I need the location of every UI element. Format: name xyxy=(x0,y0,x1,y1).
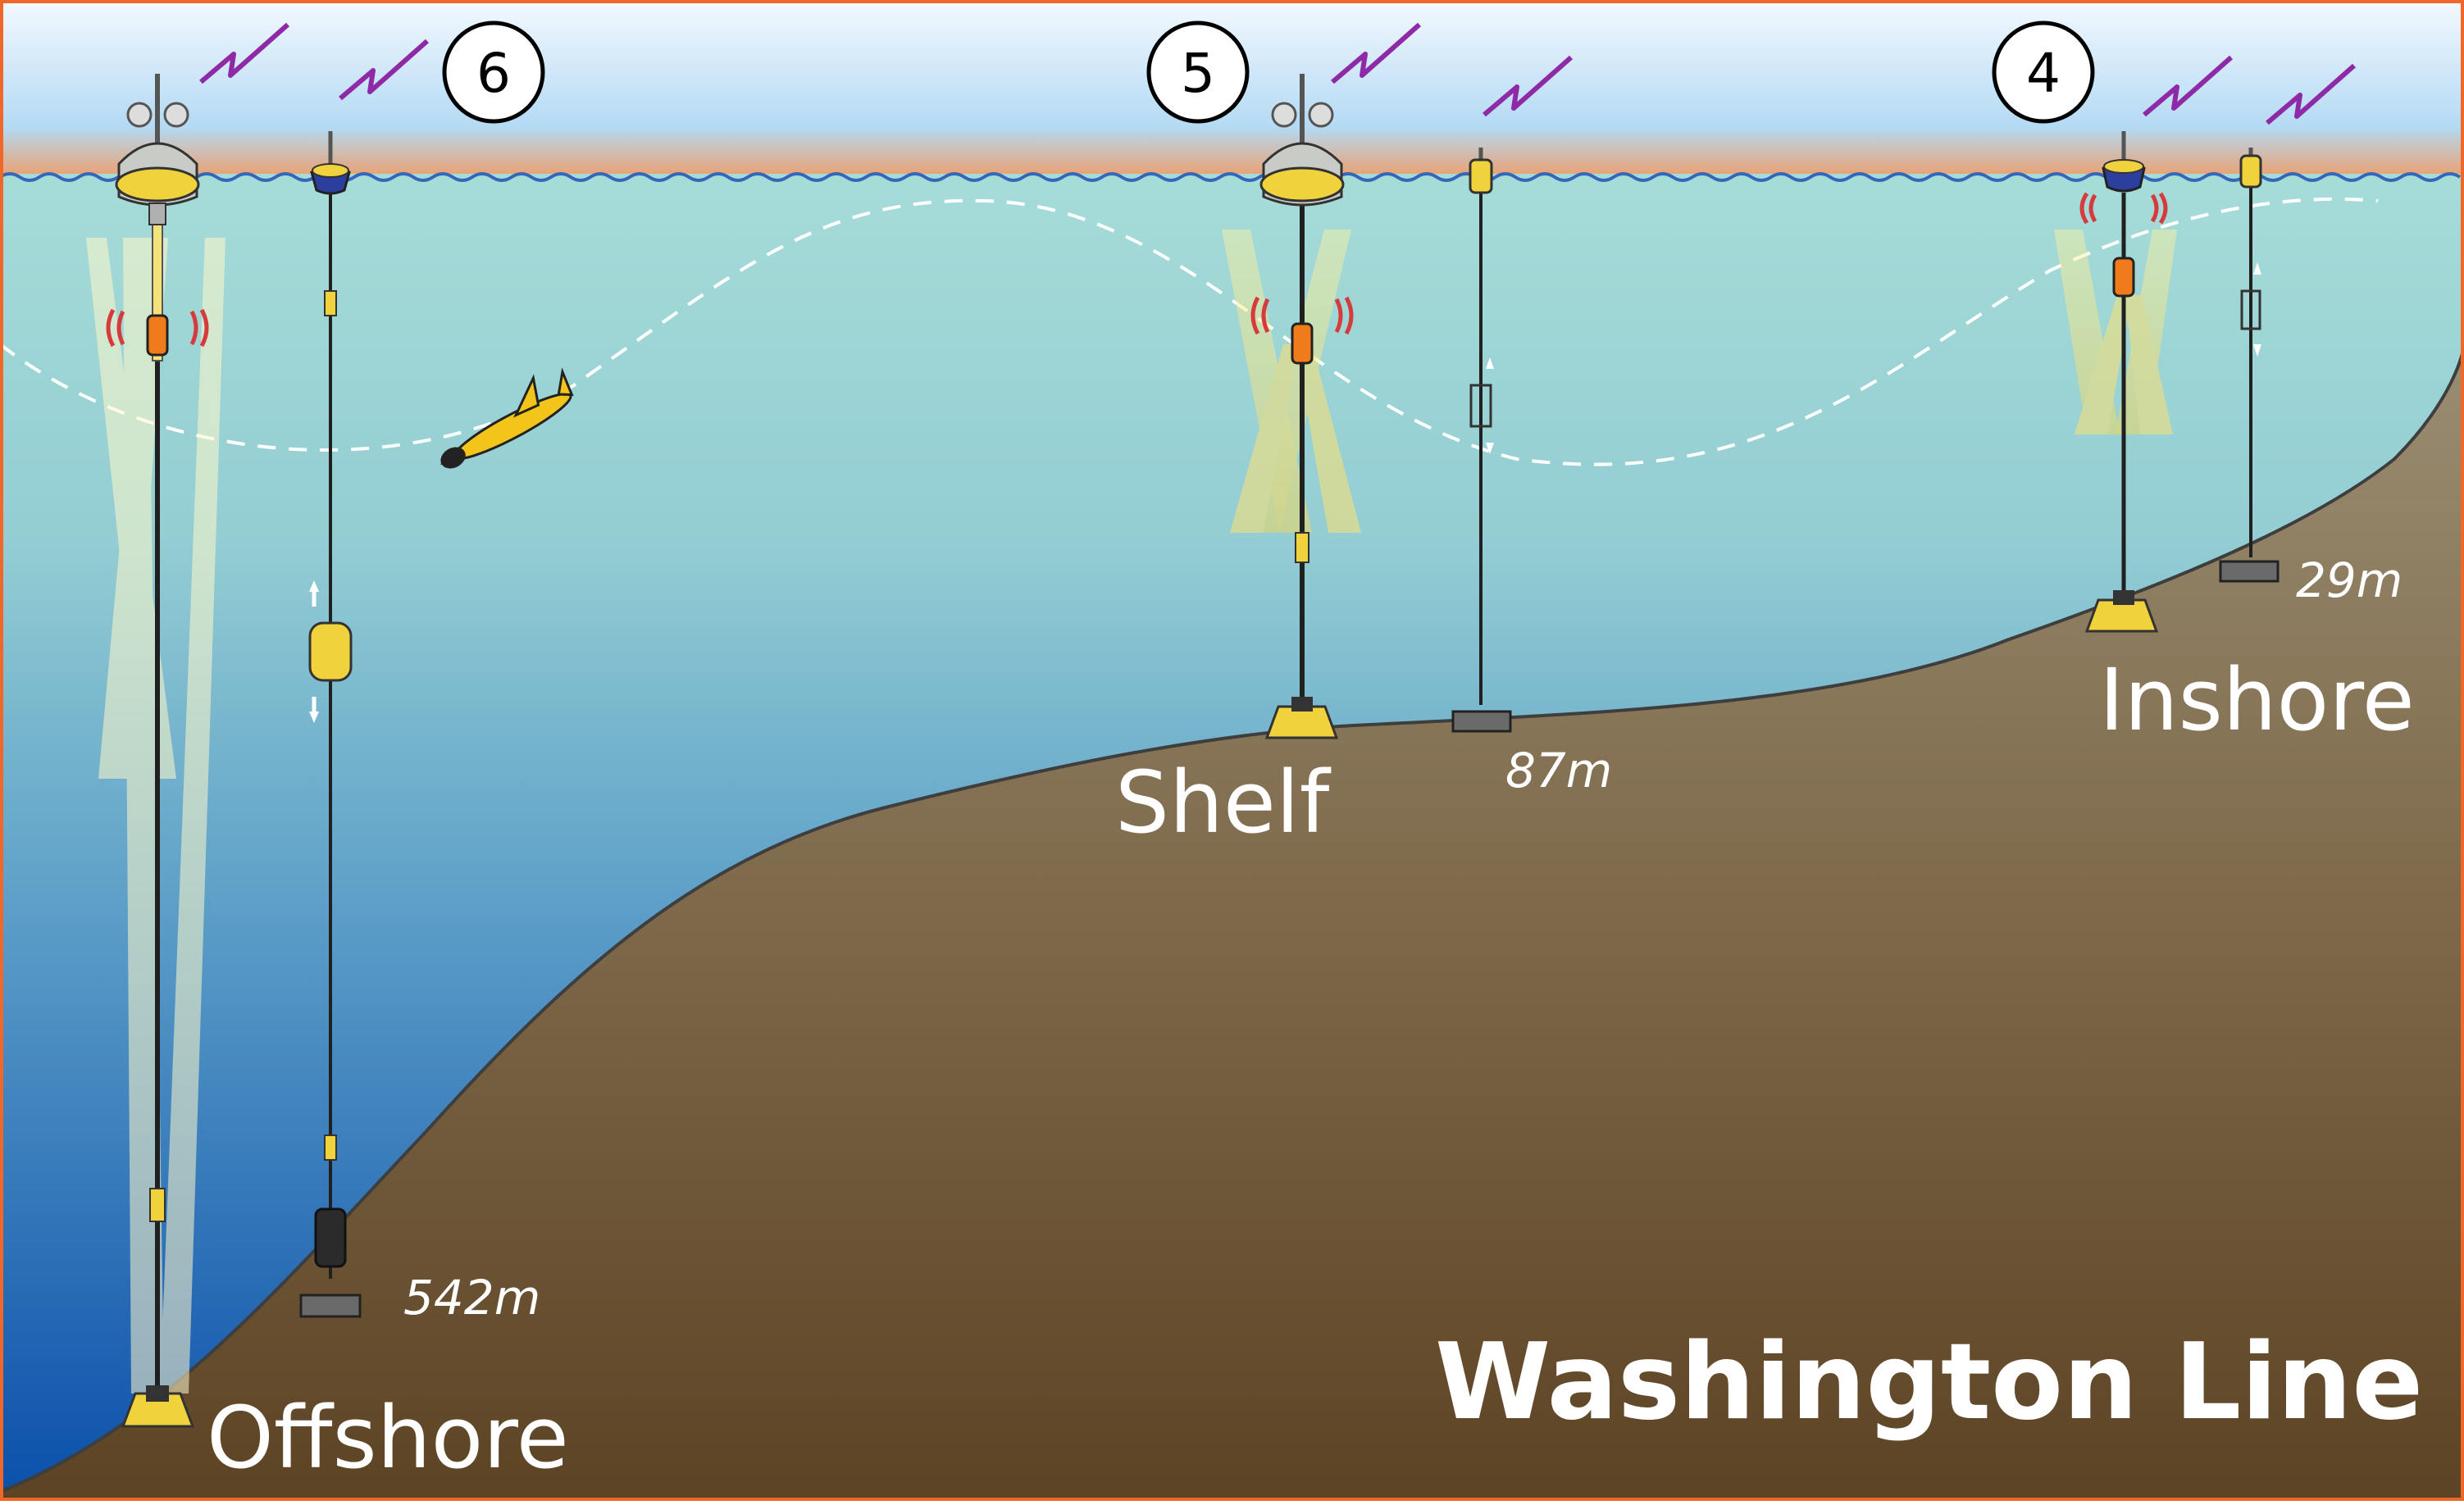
offshore-profiler-anchor-float xyxy=(299,1207,362,1318)
shelf-profiler-anchor xyxy=(1451,710,1512,733)
telemetry-signal-icon xyxy=(1331,22,1421,84)
shelf-adcp-beams xyxy=(1222,230,1361,533)
telemetry-signal-icon xyxy=(2143,55,2233,117)
shelf-seafloor-platform xyxy=(1264,697,1339,739)
telemetry-signal-icon xyxy=(2266,63,2356,125)
inshore-depth-label: 29m xyxy=(2296,552,2403,608)
offshore-site-label: Offshore xyxy=(207,1388,569,1488)
offshore-profiler-float-lower xyxy=(324,1134,337,1161)
diagram-title: Washington Line xyxy=(1435,1321,2423,1444)
site-number-offshore: 6 xyxy=(476,42,511,105)
inshore-adcp-beams xyxy=(2054,230,2177,434)
inshore-site-label: Inshore xyxy=(2099,650,2415,750)
offshore-inline-sensor xyxy=(149,1188,166,1222)
shelf-depth-label: 87m xyxy=(1505,743,1612,798)
telemetry-signal-icons xyxy=(199,22,2356,125)
shelf-profiler-buoy xyxy=(1469,148,1493,194)
inshore-surface-buoy xyxy=(2102,131,2146,193)
sea-surface-waves xyxy=(0,172,2462,182)
shelf-surface-buoy xyxy=(1259,74,1345,207)
offshore-surface-buoy xyxy=(115,74,200,225)
inshore-profiler-buoy xyxy=(2239,148,2262,189)
inshore-profiler xyxy=(2240,262,2261,357)
offshore-depth-label: 542m xyxy=(403,1270,540,1325)
inshore-seafloor-platform xyxy=(2084,590,2159,633)
glider-track xyxy=(0,197,2379,466)
shelf-site-label: Shelf xyxy=(1115,752,1332,853)
shelf-profiler xyxy=(1469,357,1494,454)
offshore-profiler-buoy xyxy=(310,131,351,195)
glider-auv xyxy=(440,367,574,469)
telemetry-signal-icon xyxy=(1482,55,1573,117)
inshore-acoustic-modem xyxy=(2079,192,2168,298)
offshore-wire-profiler xyxy=(308,580,353,723)
site-number-shelf: 5 xyxy=(1181,42,1215,105)
offshore-adcp-beams xyxy=(86,238,225,1394)
offshore-acoustic-modem xyxy=(106,308,209,357)
offshore-profiler-float-upper xyxy=(324,290,337,316)
telemetry-signal-icon xyxy=(199,22,289,84)
telemetry-signal-icon xyxy=(339,39,429,101)
shelf-acoustic-modem xyxy=(1250,296,1354,365)
inshore-profiler-anchor xyxy=(2219,560,2280,583)
site-number-badge-shelf: 5 xyxy=(1146,20,1250,124)
site-number-inshore: 4 xyxy=(2026,42,2061,105)
site-number-badge-inshore: 4 xyxy=(1992,20,2095,124)
offshore-seafloor-platform xyxy=(121,1385,195,1428)
site-number-badge-offshore: 6 xyxy=(442,20,545,124)
shelf-inline-sensor xyxy=(1295,532,1309,563)
